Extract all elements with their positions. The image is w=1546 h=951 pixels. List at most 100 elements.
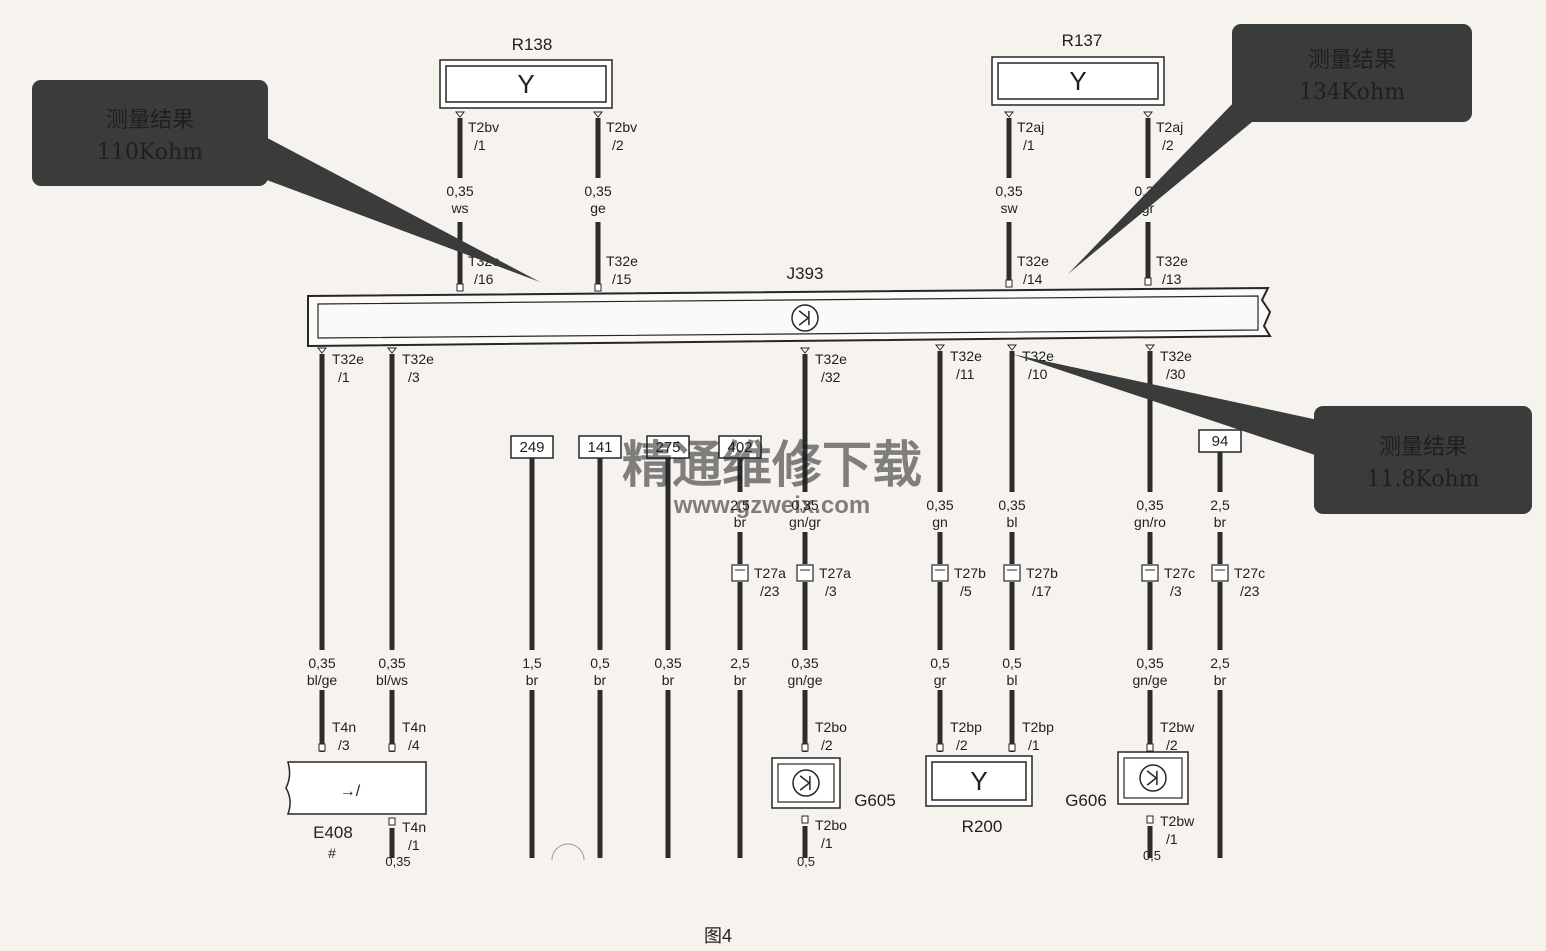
spec-lower-7-b: gr xyxy=(934,672,947,688)
callout-title-0: 测量结果 xyxy=(106,108,194,133)
conn-label-6-a: T27a xyxy=(819,565,851,581)
j393-bar xyxy=(307,286,1272,348)
spec-lower-1-a: 0,35 xyxy=(378,655,405,671)
conn-box-8-box xyxy=(1003,564,1021,582)
spec-upper-9-b: gn/ro xyxy=(1134,514,1166,530)
g605-out-cut: 0,5 xyxy=(797,854,815,869)
r137-box-inner xyxy=(997,62,1159,100)
conn-label-9-b: /3 xyxy=(1170,583,1182,599)
conn-label-6-b: /3 xyxy=(825,583,837,599)
r200-label: R200 xyxy=(962,817,1003,836)
top-conn-1-b: /2 xyxy=(612,137,624,153)
top-spec-2-a: 0,35 xyxy=(995,183,1022,199)
spec-lower-0-a: 0,35 xyxy=(308,655,335,671)
g605-out-conn-a: T2bo xyxy=(815,817,847,833)
spec-lower-9-b: gn/ge xyxy=(1132,672,1167,688)
end-pin-0 xyxy=(318,743,326,752)
spec-lower-5-b: br xyxy=(734,672,747,688)
spec-lower-3-a: 0,5 xyxy=(590,655,610,671)
spec-lower-3-b: br xyxy=(594,672,607,688)
bottom-j393-pin-0-a: T32e xyxy=(332,351,364,367)
end-conn-1-a: T4n xyxy=(402,719,426,735)
spec-upper-8-b: bl xyxy=(1007,514,1018,530)
j393-label: J393 xyxy=(787,264,824,283)
bottom-top-pin-0 xyxy=(316,347,328,354)
conn-box-6 xyxy=(796,564,814,582)
r200-box-symbol: Y xyxy=(970,766,987,796)
figure-caption: 图4 xyxy=(704,926,732,946)
end-pin-8 xyxy=(1008,743,1016,752)
top-conn-0-a: T2bv xyxy=(468,119,499,135)
top-j393-pin-3-a: T32e xyxy=(1156,253,1188,269)
e408-out-pin xyxy=(388,817,396,826)
callout-pointer-2 xyxy=(1012,354,1318,456)
callout-pointer-1 xyxy=(1068,98,1252,274)
end-pin-1 xyxy=(388,743,396,752)
g605-out-pin xyxy=(801,815,809,824)
r200-box: Y xyxy=(925,755,1033,807)
bottom-j393-pin-0-b: /1 xyxy=(338,369,350,385)
e408-mark: # xyxy=(328,845,336,861)
top-conn-0-b: /1 xyxy=(474,137,486,153)
top-pin-2 xyxy=(1003,111,1015,118)
conn-box-10 xyxy=(1211,564,1229,582)
callout-title-1: 测量结果 xyxy=(1308,48,1396,73)
conn-label-8-a: T27b xyxy=(1026,565,1058,581)
callout-pointer-0 xyxy=(256,132,540,282)
top-spec-0-a: 0,35 xyxy=(446,183,473,199)
top-j393-pin-3-b: /13 xyxy=(1162,271,1182,287)
end-conn-6-b: /2 xyxy=(821,737,833,753)
spec-lower-0-b: bl/ge xyxy=(307,672,338,688)
callout-box-0 xyxy=(32,80,268,186)
conn-box-5-box xyxy=(731,564,749,582)
top-end-pin-2 xyxy=(1005,279,1013,288)
end-conn-0-b: /3 xyxy=(338,737,350,753)
end-conn-1-b: /4 xyxy=(408,737,420,753)
end-conn-7-a: T2bp xyxy=(950,719,982,735)
conn-label-7-b: /5 xyxy=(960,583,972,599)
spec-lower-2-b: br xyxy=(526,672,539,688)
top-pin-1 xyxy=(592,111,604,118)
end-conn-6-a: T2bo xyxy=(815,719,847,735)
ref-box-2-text: 249 xyxy=(519,439,544,456)
callout-box-2 xyxy=(1314,406,1532,514)
top-j393-pin-2-a: T32e xyxy=(1017,253,1049,269)
conn-label-5-b: /23 xyxy=(760,583,780,599)
end-conn-0-a: T4n xyxy=(332,719,356,735)
bottom-j393-pin-9-a: T32e xyxy=(1160,348,1192,364)
g606-k-symbol xyxy=(1139,764,1167,792)
callout-value-0: 110Kohm xyxy=(97,140,203,165)
conn-label-10-a: T27c xyxy=(1234,565,1265,581)
bottom-j393-pin-8-b: /10 xyxy=(1028,366,1048,382)
top-pin-3 xyxy=(1142,111,1154,118)
j393-k-symbol-glyph xyxy=(798,310,810,326)
conn-label-10-b: /23 xyxy=(1240,583,1260,599)
watermark-text: 精通维修下载 xyxy=(622,437,922,493)
r137-box-symbol: Y xyxy=(1069,66,1086,96)
conn-label-7-a: T27b xyxy=(954,565,986,581)
g605-label: G605 xyxy=(854,791,896,810)
e408-switch-symbol: →/ xyxy=(340,783,361,800)
bottom-top-pin-6 xyxy=(799,347,811,354)
e408-out-conn-a: T4n xyxy=(402,819,426,835)
top-end-pin-3 xyxy=(1144,277,1152,286)
conn-label-9-a: T27c xyxy=(1164,565,1195,581)
top-conn-3-a: T2aj xyxy=(1156,119,1183,135)
spec-lower-10-a: 2,5 xyxy=(1210,655,1230,671)
top-conn-2-b: /1 xyxy=(1023,137,1035,153)
bottom-j393-pin-9-b: /30 xyxy=(1166,366,1186,382)
top-conn-3-b: /2 xyxy=(1162,137,1174,153)
conn-box-6-box xyxy=(796,564,814,582)
bottom-j393-pin-1-a: T32e xyxy=(402,351,434,367)
spec-upper-7-a: 0,35 xyxy=(926,497,953,513)
r138-label: R138 xyxy=(512,35,553,54)
callout-title-2: 测量结果 xyxy=(1379,435,1467,460)
g605-k-symbol xyxy=(792,769,820,797)
g605-k-symbol-glyph xyxy=(799,775,811,791)
spec-upper-6-a: 0,35 xyxy=(791,497,818,513)
e408-out-cut: 0,35 xyxy=(385,854,410,869)
end-conn-9-b: /2 xyxy=(1166,737,1178,753)
j393-k-symbol xyxy=(791,304,819,332)
